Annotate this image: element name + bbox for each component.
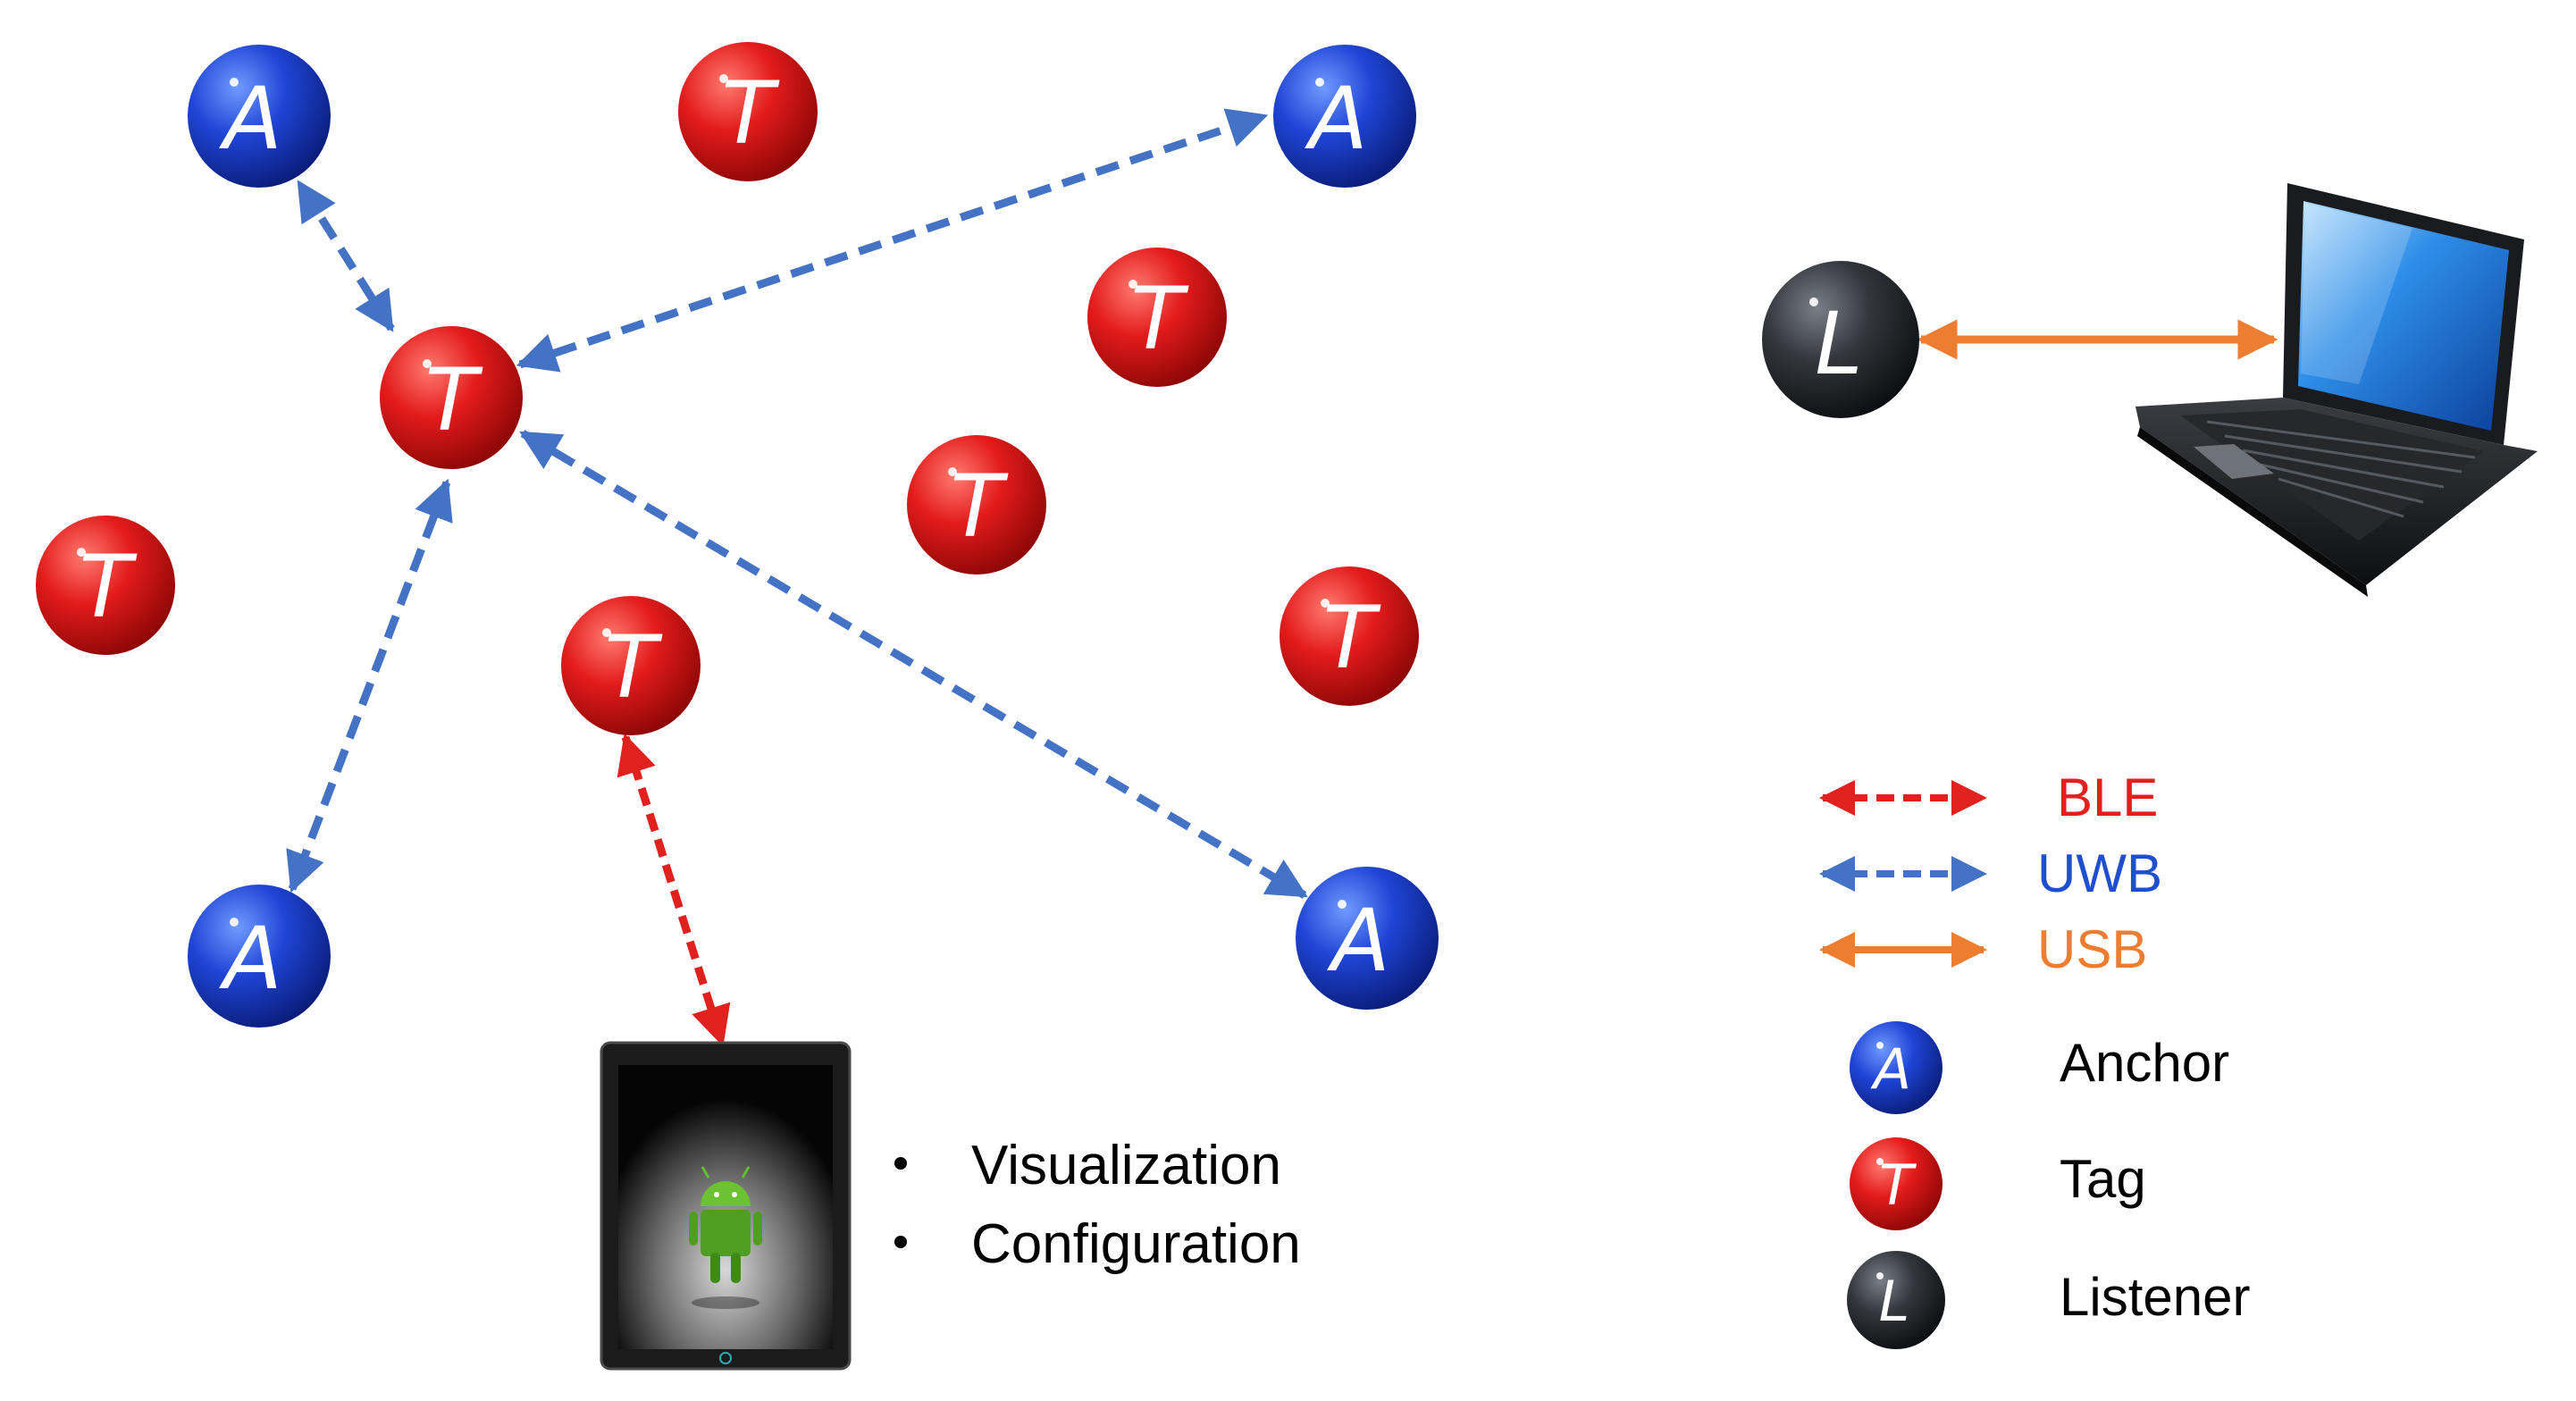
tag-node: T	[1280, 566, 1419, 706]
tag-letter: T	[80, 537, 138, 637]
legend-anchor-swatch: A	[1850, 1021, 1942, 1114]
ble-link-tablet	[617, 733, 731, 1047]
legend-ble-label: BLE	[2057, 768, 2158, 827]
svg-text:L: L	[1879, 1269, 1910, 1334]
anchor-node: A	[188, 45, 331, 188]
uwb-links	[286, 108, 1308, 899]
uwb-link-anchor-bottom-left	[286, 478, 453, 893]
listener-letter: L	[1815, 294, 1862, 394]
feature-visualization: Visualization	[971, 1135, 1281, 1196]
tag-node-central: T	[380, 326, 523, 469]
anchor-node: A	[1296, 867, 1439, 1010]
anchor-node: A	[1273, 45, 1416, 188]
anchor-letter: A	[1304, 69, 1368, 169]
legend: BLE UWB USB A Anchor T Tag L Listener	[1819, 768, 2250, 1349]
tag-letter: T	[425, 350, 483, 450]
uwb-link-anchor-top-left	[296, 180, 395, 332]
tag-node-ble: T	[561, 596, 701, 735]
legend-uwb-label: UWB	[2037, 843, 2162, 903]
legend-tag-swatch: T	[1850, 1137, 1942, 1230]
android-robot	[689, 1166, 762, 1309]
legend-tag-label: Tag	[2060, 1149, 2146, 1209]
tag-letter: T	[951, 457, 1009, 557]
legend-listener-label: Listener	[2060, 1267, 2250, 1327]
listener-node: L	[1762, 261, 1919, 418]
tablet-feature-list: Visualization Configuration	[894, 1135, 1301, 1275]
uwb-link-anchor-top-right	[516, 108, 1269, 373]
tag-node: T	[1087, 247, 1227, 387]
svg-text:A: A	[1870, 1036, 1911, 1102]
tag-letter: T	[1323, 588, 1381, 688]
feature-configuration: Configuration	[971, 1213, 1301, 1275]
tag-node: T	[907, 435, 1046, 575]
bullet-dot	[894, 1157, 907, 1170]
anchor-letter: A	[218, 909, 282, 1009]
laptop-icon	[2135, 183, 2538, 597]
uwb-link-anchor-bottom-right	[519, 430, 1308, 899]
tag-letter: T	[1131, 269, 1189, 369]
tag-node: T	[678, 42, 818, 181]
anchor-node: A	[188, 885, 331, 1028]
bullet-dot	[894, 1236, 907, 1248]
tag-node: T	[36, 516, 175, 655]
anchor-letter: A	[1326, 891, 1390, 991]
android-tablet-icon	[600, 1041, 852, 1371]
svg-text:T: T	[1879, 1153, 1917, 1218]
tag-letter: T	[722, 63, 780, 164]
tag-letter: T	[605, 617, 663, 717]
legend-listener-swatch: L	[1847, 1251, 1945, 1349]
anchor-letter: A	[218, 69, 282, 169]
legend-anchor-label: Anchor	[2060, 1033, 2229, 1093]
legend-usb-label: USB	[2037, 919, 2147, 979]
